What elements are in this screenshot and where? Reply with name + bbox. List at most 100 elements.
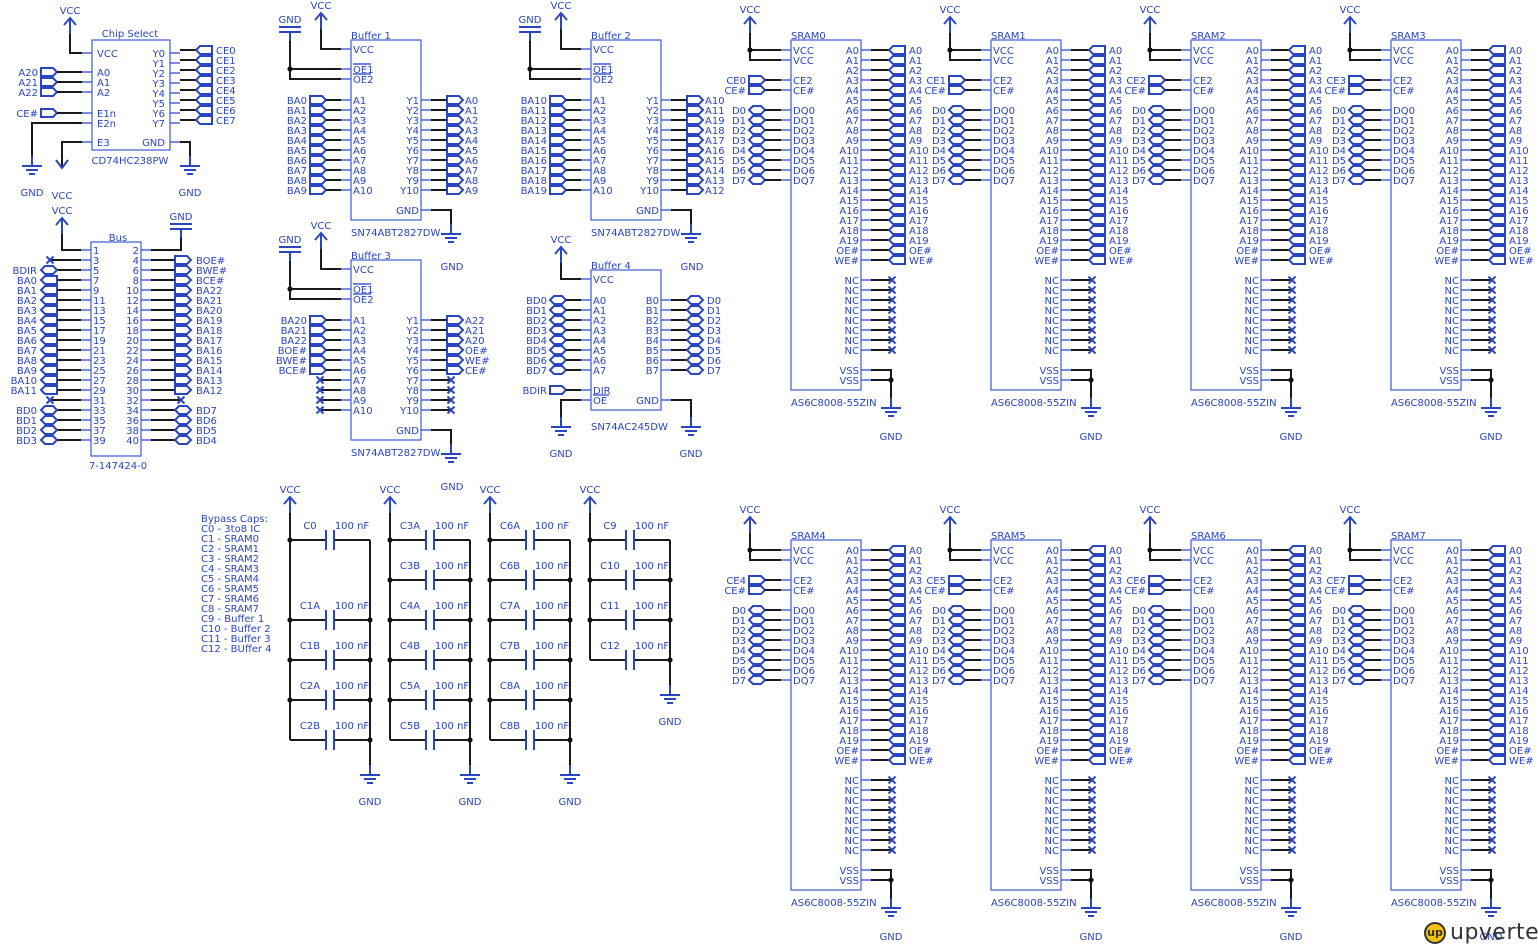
junction-dot (1488, 377, 1494, 383)
net-label: A5 (1309, 596, 1322, 607)
net-port-icon (1087, 615, 1106, 625)
no-connect-icon (315, 375, 325, 385)
bus-connector-block: Bus7-147424-0VCCGND135BDIR7BA09BA111BA21… (11, 206, 228, 472)
pin-label: A5 (846, 596, 859, 607)
junction-dot (947, 547, 953, 553)
net-label: A13 (705, 176, 725, 187)
pin-label: A2 (353, 106, 366, 117)
net-label: A2 (1509, 66, 1522, 77)
net-port-icon (1287, 595, 1306, 605)
net-label: A2 (1109, 566, 1122, 577)
net-port-icon (887, 715, 906, 725)
pin-label: NC (845, 276, 859, 287)
pin-label: CE2 (1193, 576, 1213, 587)
no-connect-icon (1087, 805, 1097, 815)
capacitor-value: 100 nF (435, 641, 470, 652)
no-connect-icon (887, 785, 897, 795)
notes-line: C7 - SRAM6 (201, 594, 259, 605)
pin-label: NC (1245, 306, 1259, 317)
junction-dot (747, 47, 753, 53)
net-port-icon (446, 335, 465, 345)
no-connect-icon (1287, 805, 1297, 815)
capacitor-icon (525, 610, 535, 630)
pin-label: A11 (1039, 156, 1059, 167)
net-label: D3 (707, 326, 721, 337)
junction-dot (467, 737, 473, 743)
junction-dot (1347, 547, 1353, 553)
net-port-icon (39, 415, 59, 425)
net-port-icon (887, 125, 906, 135)
pin-label: A3 (353, 336, 366, 347)
net-port-icon (947, 105, 967, 115)
pin-label: OE# (1436, 746, 1459, 757)
net-label: BA9 (17, 366, 37, 377)
pin-label: A4 (846, 586, 859, 597)
net-port-icon (686, 125, 705, 135)
net-label: D2 (1132, 126, 1146, 137)
pin-label: A13 (1039, 176, 1059, 187)
net-port-icon (39, 385, 58, 395)
vcc-arrow-icon (554, 245, 568, 263)
pin-label: NC (845, 286, 859, 297)
pin-label: VCC (993, 56, 1014, 67)
net-port-icon (174, 265, 193, 275)
pin-label: A13 (1239, 676, 1259, 687)
net-port-icon (948, 575, 967, 585)
capacitor-value: 100 nF (635, 601, 670, 612)
pin-label: NC (1445, 846, 1459, 857)
capacitor-icon (325, 730, 335, 750)
net-port-icon (39, 365, 58, 375)
pin-label: NC (845, 806, 859, 817)
no-connect-icon (315, 395, 325, 405)
pin-label: VSS (1439, 376, 1459, 387)
net-label: BA10 (11, 376, 37, 387)
net-port-icon (887, 155, 906, 165)
chip-part: AS6C8008-55ZIN (1391, 398, 1477, 409)
pin-label: VCC (993, 556, 1014, 567)
pin-number: 8 (133, 276, 139, 287)
net-port-icon (39, 435, 59, 445)
net-port-icon (1287, 185, 1306, 195)
pin-label: CE2 (1193, 76, 1213, 87)
ground-symbol (441, 224, 461, 243)
net-label: D2 (732, 626, 746, 637)
pin-label: CE2 (1393, 76, 1413, 87)
pin-label: A8 (846, 126, 859, 137)
net-port-icon (1087, 755, 1106, 765)
net-port-icon (1487, 225, 1506, 235)
chip-title: SRAM4 (791, 531, 826, 542)
junction-dot (467, 657, 473, 663)
net-label: A9 (1509, 136, 1522, 147)
net-label: A11 (705, 106, 725, 117)
pin-label: A12 (839, 666, 859, 677)
net-port-icon (1487, 675, 1506, 685)
pin-label: NC (1445, 296, 1459, 307)
pin-label: A9 (1246, 136, 1259, 147)
net-label: OE# (1109, 246, 1132, 257)
net-label: BA2 (287, 116, 307, 127)
pin-label: NC (1245, 836, 1259, 847)
pin-label: NC (845, 296, 859, 307)
net-port-icon (39, 375, 58, 385)
pin-number: 9 (93, 286, 99, 297)
pin-label: A17 (1239, 716, 1259, 727)
net-label: D3 (1132, 636, 1146, 647)
net-label: A17 (1109, 216, 1129, 227)
pin-label: VCC (793, 546, 814, 557)
junction-dot (287, 697, 293, 703)
gnd-label: GND (1280, 432, 1303, 443)
chip-title: Buffer 1 (351, 31, 391, 42)
pin-label: DQ4 (1393, 146, 1415, 157)
ground-icon (560, 765, 580, 784)
net-label: A5 (1509, 596, 1522, 607)
capacitor-ref: C8B (500, 721, 520, 732)
net-port-icon (173, 415, 193, 425)
pin-label: WE# (834, 756, 859, 767)
pin-label: A1 (1446, 556, 1459, 567)
pin-label: A7 (1246, 616, 1259, 627)
net-label: BOE# (278, 346, 307, 357)
net-port-icon (887, 75, 906, 85)
pin-label: NC (845, 796, 859, 807)
net-port-icon (1347, 115, 1367, 125)
net-port-icon (174, 315, 193, 325)
